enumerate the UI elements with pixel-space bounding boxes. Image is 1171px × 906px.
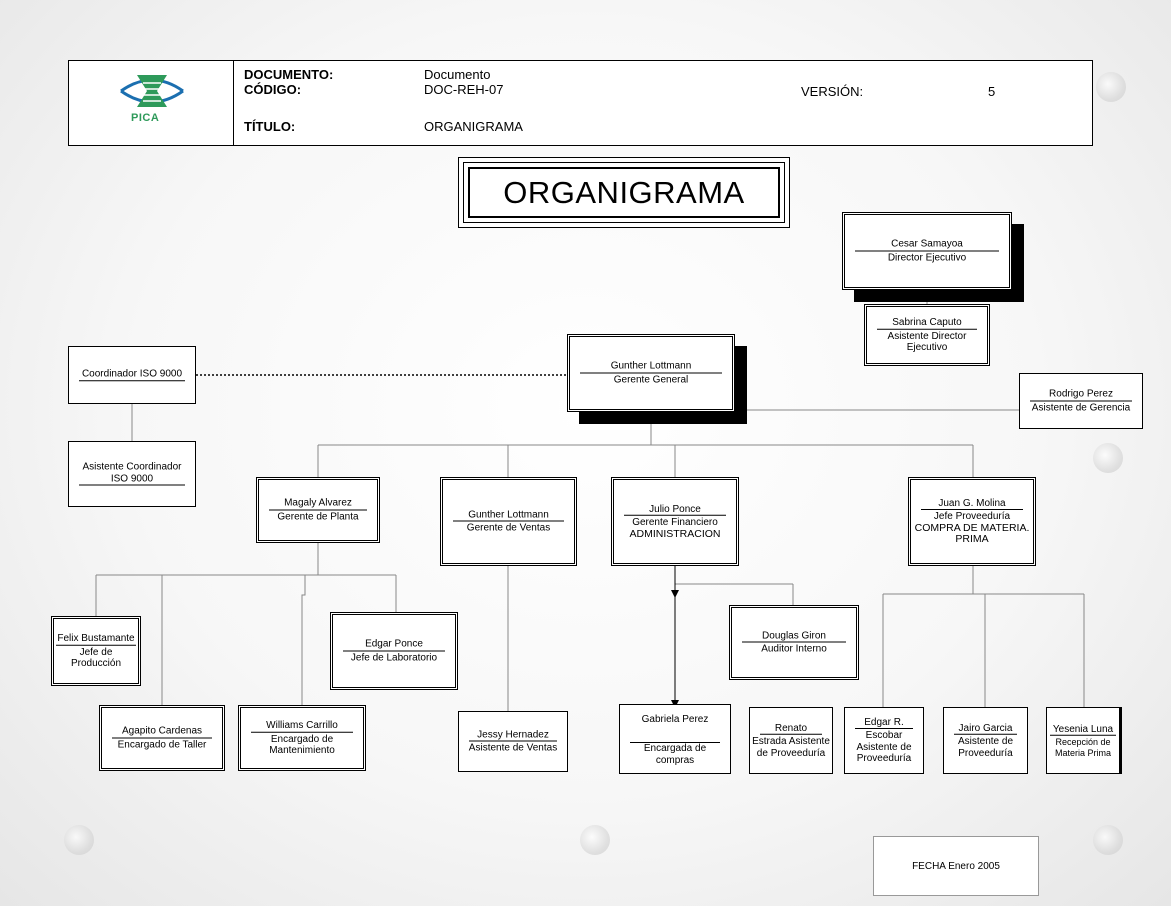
- node-jefe-produccion: Felix Bustamante Jefe de Producción: [51, 616, 141, 686]
- document-header: PICA DOCUMENTO: Documento CÓDIGO: DOC-RE…: [68, 60, 1093, 146]
- node-encargada-compras: Gabriela Perez Encargada de compras: [619, 704, 731, 774]
- node-gerente-ventas: Gunther Lottmann Gerente de Ventas: [440, 477, 577, 566]
- pica-logo-icon: [120, 75, 184, 107]
- decorative-circle: [1093, 443, 1123, 473]
- titulo-label: TÍTULO:: [244, 119, 296, 134]
- logo-cell: PICA: [69, 61, 234, 145]
- codigo-value: DOC-REH-07: [424, 82, 504, 97]
- node-jefe-proveeduria: Juan G. Molina Jefe Proveeduría COMPRA D…: [908, 477, 1036, 566]
- version-label: VERSIÓN:: [801, 84, 864, 99]
- decorative-circle: [1096, 72, 1126, 102]
- node-gerente-planta: Magaly Alvarez Gerente de Planta: [256, 477, 380, 543]
- documento-value: Documento: [424, 67, 491, 82]
- version-value: 5: [988, 84, 996, 99]
- node-encargado-mantenimiento: Williams Carrillo Encargado de Mantenimi…: [238, 705, 366, 771]
- node-gerente-general: Gunther Lottmann Gerente General: [567, 334, 735, 412]
- chart-title-box: ORGANIGRAMA: [458, 157, 790, 228]
- node-director-ejecutivo: Cesar Samayoa Director Ejecutivo: [842, 212, 1012, 290]
- decorative-circle: [1093, 825, 1123, 855]
- node-recepcion-materia-prima: Yesenia Luna Recepción de Materia Prima: [1046, 707, 1122, 774]
- node-jefe-laboratorio: Edgar Ponce Jefe de Laboratorio: [330, 612, 458, 690]
- connector-line: [734, 385, 1021, 411]
- node-asistente-ventas: Jessy Hernadez Asistente de Ventas: [458, 711, 568, 772]
- node-auditor-interno: Douglas Giron Auditor Interno: [729, 605, 859, 680]
- node-asistente-proveeduria-jairo: Jairo Garcia Asistente de Proveeduría: [943, 707, 1028, 774]
- documento-label: DOCUMENTO:: [244, 67, 334, 82]
- node-asistente-director: Sabrina Caputo Asistente Director Ejecut…: [864, 304, 990, 366]
- connector-line: [301, 575, 306, 705]
- node-gerente-financiero: Julio Ponce Gerente Financiero ADMINISTR…: [611, 477, 739, 566]
- codigo-label: CÓDIGO:: [244, 82, 302, 97]
- node-asistente-proveeduria-renato: Renato Estrada Asistente de Proveeduría: [749, 707, 833, 774]
- decorative-circle: [64, 825, 94, 855]
- logo-text: PICA: [131, 112, 160, 124]
- fecha-box: FECHA Enero 2005: [873, 836, 1039, 896]
- decorative-circle: [580, 825, 610, 855]
- titulo-value: ORGANIGRAMA: [424, 119, 523, 134]
- arrow-head-icon: [671, 590, 679, 598]
- chart-title: ORGANIGRAMA: [468, 167, 780, 218]
- node-asistente-gerencia: Rodrigo Perez Asistente de Gerencia: [1019, 373, 1143, 429]
- node-encargado-taller: Agapito Cardenas Encargado de Taller: [99, 705, 225, 771]
- node-coordinador-iso: Coordinador ISO 9000: [68, 346, 196, 404]
- node-asistente-coordinador: Asistente Coordinador ISO 9000: [68, 441, 196, 507]
- node-asistente-proveeduria-edgar: Edgar R. Escobar Asistente de Proveedurí…: [844, 707, 924, 774]
